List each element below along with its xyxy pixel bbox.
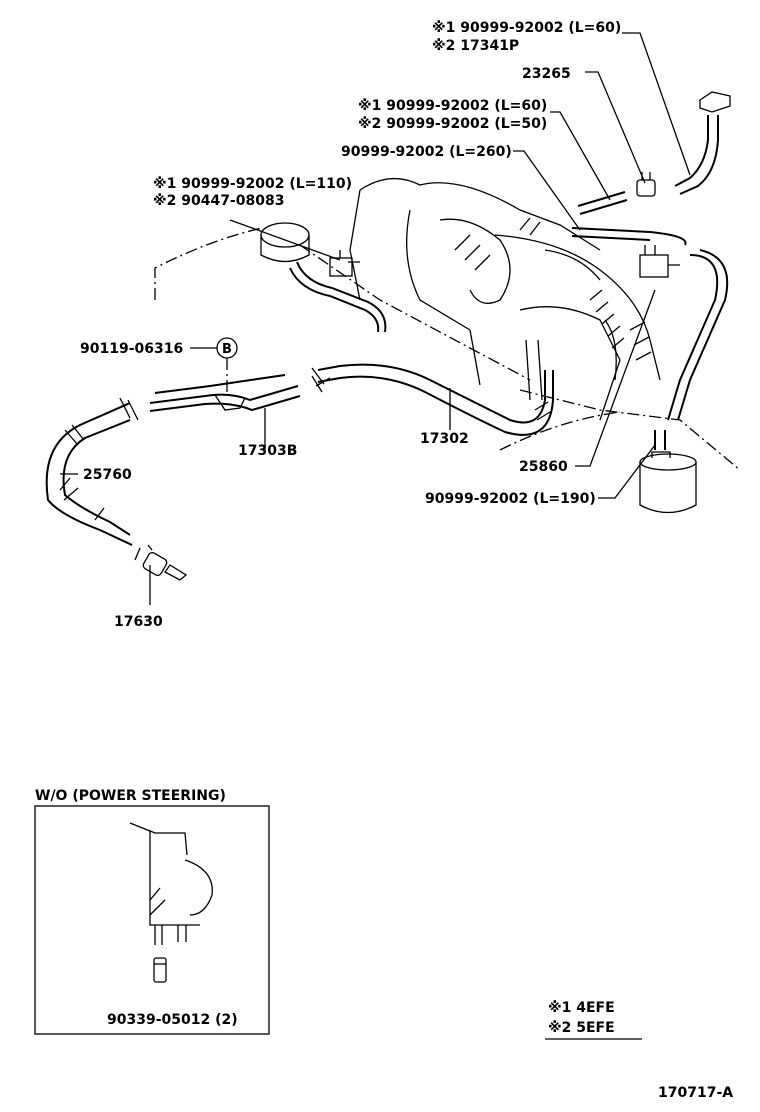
inset-drawing [129,822,213,983]
label-hose-mid-2: ※2 90999-92002 (L=50) [358,116,547,132]
label-part-17630: 17630 [114,614,163,630]
inset-title: W/O (POWER STEERING) [35,788,226,804]
charcoal-canister [639,430,697,514]
vsv-assembly [571,91,731,421]
label-hose-190: 90999-92002 (L=190) [425,491,596,507]
inset-part-label: 90339-05012 (2) [107,1012,238,1028]
label-part-23265: 23265 [522,66,571,82]
legend-1: ※1 4EFE [548,1000,615,1016]
label-part-25860: 25860 [519,459,568,475]
label-hose-left-2: ※2 90447-08083 [153,193,284,209]
intake-assembly [260,177,661,421]
marker-b: B [222,342,232,357]
label-hose-mid-1: ※1 90999-92002 (L=60) [358,98,547,114]
hose-25760 [45,397,139,546]
sensor-17630 [134,544,188,581]
label-part-25760: 25760 [83,467,132,483]
label-hose-left-1: ※1 90999-92002 (L=110) [153,176,352,192]
pipe-17303b [149,374,301,412]
inset-box [34,805,270,1035]
label-part-17303b: 17303B [238,443,297,459]
engine-outline [154,227,741,471]
label-part-90119: 90119-06316 [80,341,183,357]
label-hose-top-1: ※1 90999-92002 (L=60) [432,20,621,36]
figure-id: 170717-A [658,1085,733,1101]
label-hose-260: 90999-92002 (L=260) [341,144,512,160]
left-fitting [289,250,387,333]
hose-17302 [311,339,554,436]
label-part-17302: 17302 [420,431,469,447]
leader-lines [60,32,691,605]
label-hose-top-2: ※2 17341P [432,38,519,54]
legend-2: ※2 5EFE [548,1020,615,1036]
